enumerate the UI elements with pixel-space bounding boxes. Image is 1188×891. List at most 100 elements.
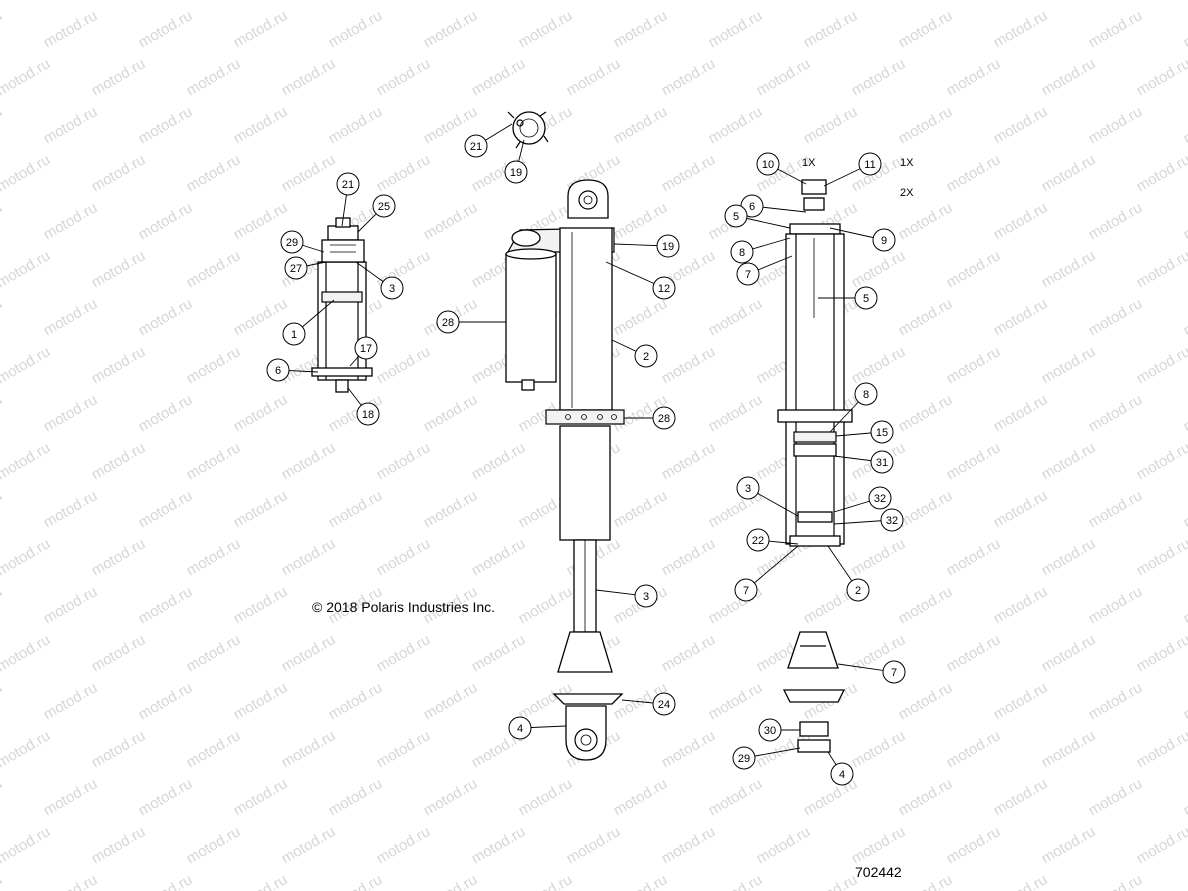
part-callout: 3 bbox=[736, 476, 799, 517]
watermark-text: motod.ru bbox=[279, 727, 339, 771]
callout-number: 28 bbox=[658, 413, 670, 425]
callout-balloon bbox=[354, 336, 378, 360]
callout-balloon bbox=[464, 134, 488, 158]
part-callout: 32 bbox=[833, 486, 892, 513]
watermark-text: motod.ru bbox=[0, 391, 5, 435]
watermark-text: motod.ru bbox=[1086, 199, 1146, 243]
watermark-text: motod.ru bbox=[89, 535, 149, 579]
watermark-text: motod.ru bbox=[849, 823, 909, 867]
part-callout: 2 bbox=[827, 545, 870, 602]
watermark-text: motod.ru bbox=[1086, 775, 1146, 819]
watermark-text: motod.ru bbox=[1039, 0, 1099, 3]
callout-number: 28 bbox=[442, 317, 454, 329]
watermark-text: motod.ru bbox=[231, 7, 291, 51]
watermark-text: motod.ru bbox=[659, 0, 719, 3]
watermark-text: motod.ru bbox=[374, 631, 434, 675]
callout-balloon bbox=[356, 402, 380, 426]
watermark-text: motod.ru bbox=[1134, 535, 1188, 579]
watermark-text: motod.ru bbox=[421, 871, 481, 891]
callout-number: 2 bbox=[643, 351, 649, 363]
watermark-text: motod.ru bbox=[421, 679, 481, 723]
watermark-text: motod.ru bbox=[1039, 343, 1099, 387]
callout-number: 3 bbox=[745, 483, 751, 495]
watermark-text: motod.ru bbox=[1086, 295, 1146, 339]
watermark-text: motod.ru bbox=[706, 775, 766, 819]
callout-balloon bbox=[282, 322, 306, 346]
part-callout: 31 bbox=[833, 450, 894, 474]
watermark-text: motod.ru bbox=[991, 871, 1051, 891]
callout-number: 9 bbox=[881, 235, 887, 247]
watermark-text: motod.ru bbox=[0, 7, 5, 51]
callout-number: 18 bbox=[362, 409, 374, 421]
watermark-text: motod.ru bbox=[0, 775, 5, 819]
callout-number: 7 bbox=[891, 667, 897, 679]
qty-label: 1X bbox=[802, 157, 816, 169]
watermark-text: motod.ru bbox=[0, 727, 53, 771]
callout-balloon bbox=[746, 528, 770, 552]
qty-label: 1X bbox=[900, 157, 914, 169]
watermark-text: motod.ru bbox=[326, 871, 386, 891]
watermark-text: motod.ru bbox=[896, 7, 956, 51]
watermark-text: motod.ru bbox=[1086, 7, 1146, 51]
part-callout: 24 bbox=[621, 692, 676, 716]
watermark-text: motod.ru bbox=[0, 823, 53, 867]
watermark-text: motod.ru bbox=[0, 0, 53, 3]
watermark-text: motod.ru bbox=[279, 631, 339, 675]
watermark-text: motod.ru bbox=[611, 775, 671, 819]
part-callout: 9 bbox=[829, 227, 896, 252]
watermark-text: motod.ru bbox=[469, 439, 529, 483]
watermark-text: motod.ru bbox=[944, 823, 1004, 867]
callout-balloon bbox=[736, 476, 760, 500]
part-callout: 18 bbox=[347, 387, 380, 426]
callout-number: 19 bbox=[510, 167, 522, 179]
watermark-text: motod.ru bbox=[279, 823, 339, 867]
watermark-text: motod.ru bbox=[231, 679, 291, 723]
callout-number: 1 bbox=[291, 329, 297, 341]
watermark-text: motod.ru bbox=[1134, 0, 1188, 3]
watermark-text: motod.ru bbox=[801, 871, 861, 891]
callout-number: 3 bbox=[643, 591, 649, 603]
watermark-text: motod.ru bbox=[41, 7, 101, 51]
callout-number: 19 bbox=[662, 241, 674, 253]
callout-balloon bbox=[756, 152, 780, 176]
watermark-text: motod.ru bbox=[991, 103, 1051, 147]
watermark-text: motod.ru bbox=[944, 439, 1004, 483]
watermark-text: motod.ru bbox=[991, 199, 1051, 243]
watermark-text: motod.ru bbox=[1181, 583, 1188, 627]
watermark-text: motod.ru bbox=[1134, 439, 1188, 483]
watermark-text: motod.ru bbox=[1181, 487, 1188, 531]
watermark-text: motod.ru bbox=[849, 0, 909, 3]
watermark-text: motod.ru bbox=[754, 0, 814, 3]
watermark-text: motod.ru bbox=[1181, 7, 1188, 51]
watermark-text: motod.ru bbox=[1086, 871, 1146, 891]
watermark-text: motod.ru bbox=[944, 631, 1004, 675]
callout-balloon bbox=[736, 262, 760, 286]
watermark-text: motod.ru bbox=[0, 487, 5, 531]
watermark-text: motod.ru bbox=[706, 103, 766, 147]
watermark-text: motod.ru bbox=[659, 727, 719, 771]
watermark-text: motod.ru bbox=[896, 775, 956, 819]
watermark-text: motod.ru bbox=[184, 439, 244, 483]
part-callout: 7 bbox=[736, 255, 793, 286]
part-callout: 19 bbox=[613, 234, 680, 258]
callout-number: 5 bbox=[733, 211, 739, 223]
watermark-text: motod.ru bbox=[326, 679, 386, 723]
watermark-text: motod.ru bbox=[1181, 775, 1188, 819]
watermark-text: motod.ru bbox=[89, 343, 149, 387]
watermark-text: motod.ru bbox=[991, 679, 1051, 723]
callout-number: 15 bbox=[876, 427, 888, 439]
callout-balloon bbox=[652, 692, 676, 716]
watermark-text: motod.ru bbox=[136, 391, 196, 435]
watermark-text: motod.ru bbox=[1039, 55, 1099, 99]
watermark-text: motod.ru bbox=[754, 823, 814, 867]
watermark-text: motod.ru bbox=[326, 103, 386, 147]
callout-balloon bbox=[508, 716, 532, 740]
part-callout: 30 bbox=[758, 718, 800, 742]
watermark-text: motod.ru bbox=[184, 0, 244, 3]
watermark-text: motod.ru bbox=[231, 775, 291, 819]
adjuster-knob bbox=[507, 111, 549, 149]
watermark-text: motod.ru bbox=[611, 295, 671, 339]
watermark-text: motod.ru bbox=[849, 727, 909, 771]
part-callout: 4 bbox=[508, 716, 567, 740]
callout-balloon bbox=[436, 310, 460, 334]
